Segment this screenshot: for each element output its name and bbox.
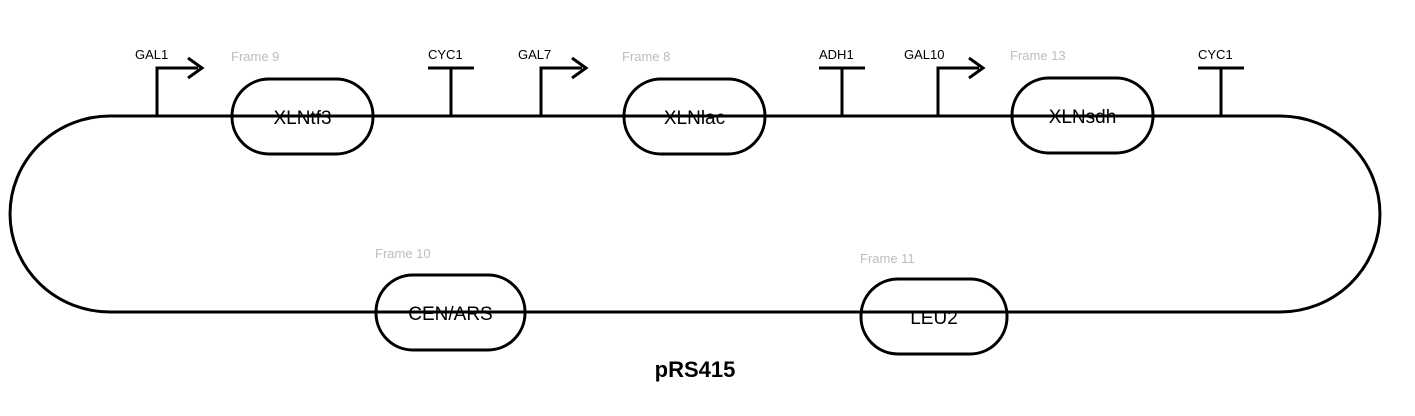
promoter-gal1: GAL1 xyxy=(135,47,205,116)
plasmid-name: pRS415 xyxy=(655,357,736,382)
frame-label: Frame 9 xyxy=(231,49,279,64)
gene-xlnsdh: Frame 13 XLNsdh xyxy=(1010,48,1155,155)
terminator-cyc1-a: CYC1 xyxy=(428,47,474,116)
gene-label: XLNsdh xyxy=(1049,107,1117,128)
gene-label: LEU2 xyxy=(910,308,958,329)
gene-pill xyxy=(1010,76,1155,155)
plasmid-backbone xyxy=(8,114,1382,314)
gene-pill xyxy=(622,77,767,156)
promoter-gal10: GAL10 xyxy=(904,47,986,116)
terminator-label: CYC1 xyxy=(1198,47,1233,62)
frame-label: Frame 11 xyxy=(860,251,915,266)
gene-pill xyxy=(374,273,527,352)
frame-label: Frame 8 xyxy=(622,49,670,64)
gene-pill xyxy=(230,77,375,156)
gene-label: XLNlac xyxy=(664,108,725,129)
gene-cen-ars: Frame 10 CEN/ARS xyxy=(374,246,527,352)
terminator-cyc1-b: CYC1 xyxy=(1198,47,1244,116)
gene-label: XLNtf3 xyxy=(273,108,331,129)
terminator-label: CYC1 xyxy=(428,47,463,62)
terminator-adh1: ADH1 xyxy=(819,47,865,116)
frame-label: Frame 10 xyxy=(375,246,431,261)
frame-label: Frame 13 xyxy=(1010,48,1066,63)
gene-label: CEN/ARS xyxy=(408,304,492,325)
promoter-gal7: GAL7 xyxy=(518,47,589,116)
terminator-label: ADH1 xyxy=(819,47,854,62)
gene-pill xyxy=(859,277,1009,356)
gene-xlntf3: Frame 9 XLNtf3 xyxy=(230,49,375,156)
promoter-label: GAL1 xyxy=(135,47,168,62)
promoter-label: GAL10 xyxy=(904,47,944,62)
gene-leu2: Frame 11 LEU2 xyxy=(859,251,1009,356)
gene-xlnlac: Frame 8 XLNlac xyxy=(622,49,767,156)
promoter-label: GAL7 xyxy=(518,47,551,62)
